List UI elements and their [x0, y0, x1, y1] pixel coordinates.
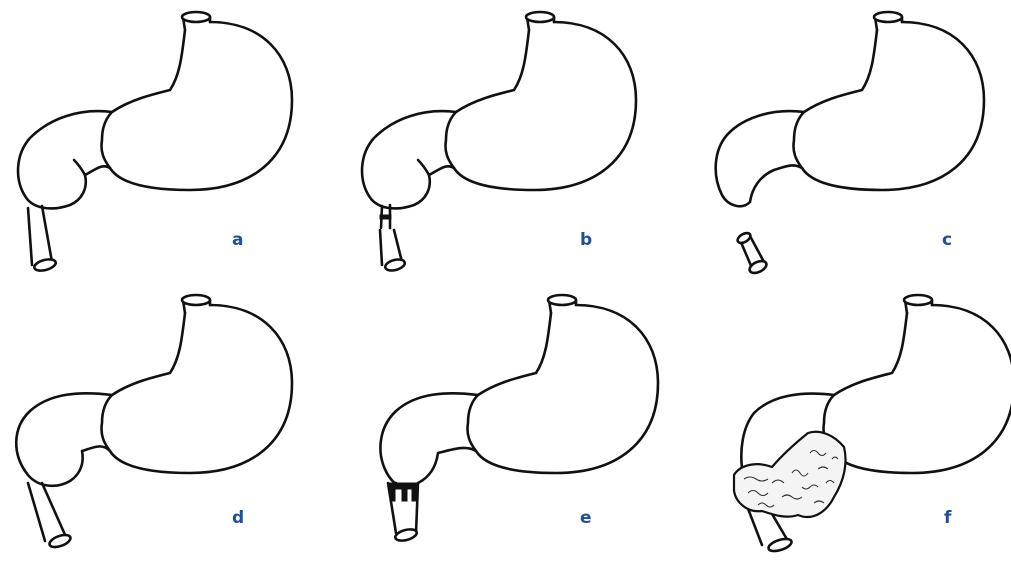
- panel-label-d: d: [232, 508, 244, 528]
- panel-f: f: [722, 283, 1011, 566]
- panel-label-c: c: [942, 230, 952, 250]
- panel-label-e: e: [580, 508, 592, 528]
- panel-label-f: f: [944, 508, 951, 528]
- panel-d: d: [0, 283, 337, 566]
- stomach-diagram-e: [366, 283, 703, 566]
- panel-b: b: [344, 0, 681, 283]
- stomach-diagram-d: [0, 283, 337, 566]
- stomach-diagram-b: [344, 0, 681, 283]
- stomach-diagram-f: [722, 283, 1011, 566]
- panel-label-b: b: [580, 230, 592, 250]
- panel-e: e: [366, 283, 703, 566]
- stomach-diagram-c: [692, 0, 1011, 283]
- panel-label-a: a: [232, 230, 243, 250]
- panel-c: c: [692, 0, 1011, 283]
- panel-a: a: [0, 0, 337, 283]
- stomach-diagram-a: [0, 0, 337, 283]
